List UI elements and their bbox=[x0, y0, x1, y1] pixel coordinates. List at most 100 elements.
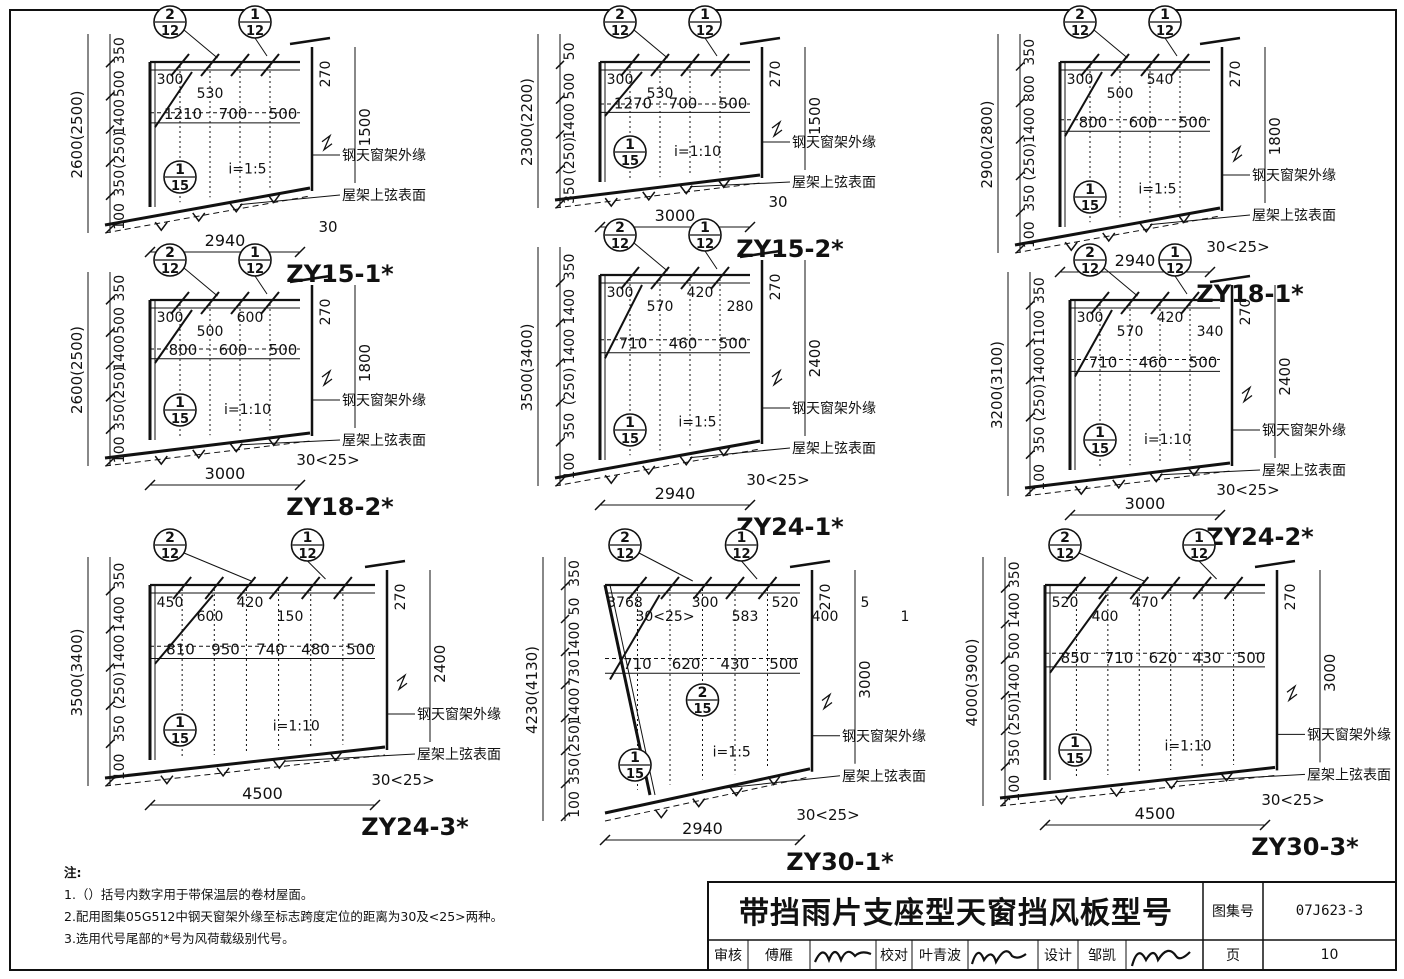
top-dimension: 600 bbox=[237, 310, 264, 326]
purlin-clip bbox=[604, 474, 618, 485]
vertical-dimension: 350 bbox=[1032, 427, 1048, 454]
detail-callout: 112 bbox=[688, 5, 722, 39]
rain-blade bbox=[268, 576, 289, 600]
detail-sheet: 15 bbox=[621, 432, 639, 447]
purlin-clip bbox=[729, 787, 743, 797]
eave-plate bbox=[789, 559, 831, 569]
span-tick bbox=[144, 246, 156, 258]
span-tick bbox=[599, 834, 611, 846]
detail-number: 2 bbox=[1085, 245, 1095, 261]
vertical-dimension: (250) bbox=[112, 131, 128, 169]
detail-callout: 115 bbox=[618, 748, 652, 782]
purlin-clip bbox=[642, 191, 656, 202]
vertical-dimension: 350 bbox=[567, 560, 583, 587]
panel-code: ZY24-2* bbox=[1206, 523, 1314, 551]
leader-line bbox=[284, 753, 416, 762]
rain-blade bbox=[680, 53, 700, 77]
dimension-tick bbox=[1015, 207, 1025, 218]
inner-dimension: 620 bbox=[1149, 649, 1178, 667]
detail-sheet: 12 bbox=[161, 24, 179, 39]
vertical-dimension: 500 bbox=[112, 307, 128, 334]
leader-line bbox=[638, 552, 693, 582]
right-height: 1500 bbox=[806, 97, 824, 135]
inner-dimension: 500 bbox=[269, 105, 298, 123]
detail-callout: 212 bbox=[603, 218, 637, 252]
eave-plate bbox=[739, 36, 781, 46]
top-dimension: 340 bbox=[1197, 324, 1224, 340]
top-dimension: 600 bbox=[197, 609, 224, 625]
detail-callout: 212 bbox=[608, 528, 642, 562]
detail-callout: 112 bbox=[238, 243, 272, 277]
overall-height: 4000(3900) bbox=[963, 638, 981, 726]
dimension-tick bbox=[555, 318, 565, 328]
dimension-tick bbox=[560, 779, 570, 789]
dimension-tick bbox=[555, 129, 565, 139]
detail-number: 2 bbox=[165, 530, 175, 546]
note-item-3: 3.选用代号尾部的*号为风荷载级别代号。 bbox=[64, 931, 295, 946]
detail-sheet: 12 bbox=[732, 547, 750, 562]
purlin-clip bbox=[1112, 479, 1126, 490]
dimension-tick bbox=[1000, 584, 1010, 594]
page-number: 10 bbox=[1320, 947, 1339, 963]
rain-blade bbox=[627, 576, 648, 600]
chord-surface-label: 屋架上弦表面 bbox=[1307, 767, 1391, 783]
purlin-clip bbox=[767, 776, 781, 786]
detail-sheet: 12 bbox=[1156, 24, 1174, 39]
detail-sheet: 15 bbox=[171, 732, 189, 747]
dimension-tick bbox=[1025, 375, 1035, 385]
dimension-tick bbox=[560, 647, 570, 657]
rain-blade bbox=[170, 53, 190, 77]
vertical-dimension: 800 bbox=[1022, 75, 1038, 102]
vertical-dimension: 100 bbox=[567, 791, 583, 818]
rain-blade bbox=[757, 576, 778, 600]
inner-dimension: 800 bbox=[1079, 113, 1108, 131]
leader-line bbox=[689, 181, 791, 188]
dimension-tick bbox=[555, 60, 565, 70]
ridge-dimension: 270 bbox=[818, 584, 834, 611]
detail-number: 1 bbox=[175, 715, 185, 731]
top-dimension: 300 bbox=[1077, 310, 1104, 326]
inner-dimension: 1270 bbox=[614, 94, 652, 112]
rain-blade bbox=[1066, 576, 1087, 600]
offset-dimension: 30<25> bbox=[746, 471, 809, 489]
rain-blade bbox=[204, 576, 225, 600]
offset-dimension: 30<25> bbox=[296, 451, 359, 469]
chord-underside bbox=[104, 440, 311, 467]
span-tick bbox=[1259, 819, 1271, 831]
slope-label: i=1:10 bbox=[674, 144, 721, 160]
chord-surface-label: 屋架上弦表面 bbox=[842, 769, 926, 785]
detail-callout: 115 bbox=[1058, 733, 1092, 767]
detail-callout: 115 bbox=[1073, 180, 1107, 214]
detail-number: 1 bbox=[303, 530, 313, 546]
diagonal-brace bbox=[1074, 309, 1113, 377]
vertical-dimension: 350 bbox=[1022, 185, 1038, 212]
right-height: 1500 bbox=[356, 108, 374, 146]
slope-label: i=1:10 bbox=[224, 402, 271, 418]
right-height: 2400 bbox=[806, 339, 824, 377]
purlin-clip bbox=[216, 767, 230, 778]
detail-callout: 115 bbox=[613, 413, 647, 447]
dimension-tick bbox=[1025, 487, 1035, 497]
purlin-clip bbox=[192, 449, 206, 460]
diagonal-brace bbox=[1049, 594, 1108, 674]
detail-sheet: 12 bbox=[1071, 24, 1089, 39]
break-mark bbox=[771, 368, 783, 387]
detail-number: 1 bbox=[1170, 245, 1180, 261]
detail-sheet: 12 bbox=[1190, 547, 1208, 562]
span-dimension: 2940 bbox=[205, 231, 246, 250]
span-tick bbox=[1039, 819, 1051, 831]
slope-label: i=1:5 bbox=[678, 414, 716, 430]
span-tick bbox=[369, 799, 381, 811]
truss-edge-label: 钢天窗架外缘 bbox=[1262, 422, 1346, 439]
detail-sheet: 12 bbox=[246, 262, 264, 277]
dimension-tick bbox=[105, 158, 115, 168]
vertical-dimension: 100 bbox=[1007, 775, 1023, 802]
purlin-clip bbox=[229, 443, 243, 453]
leader-line bbox=[239, 439, 341, 446]
inner-dimension: 500 bbox=[719, 94, 748, 112]
rain-blade bbox=[1090, 291, 1110, 315]
